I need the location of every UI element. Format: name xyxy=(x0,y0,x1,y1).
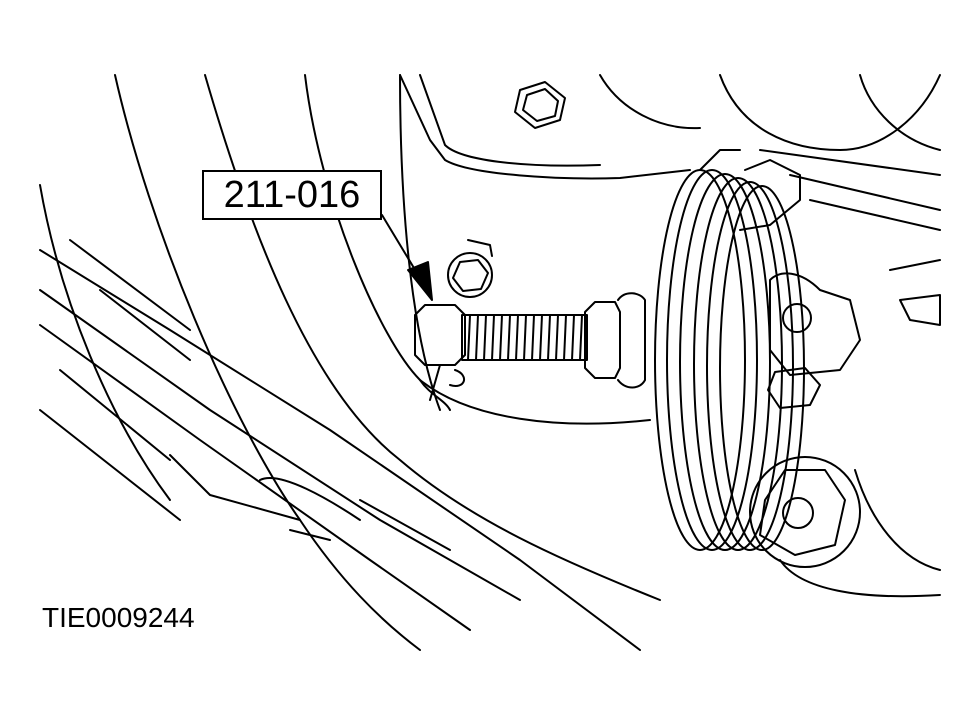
callout-arrow xyxy=(381,214,433,301)
tool-211-016 xyxy=(414,292,646,389)
lower-hex-nut xyxy=(749,456,861,568)
chassis-lines xyxy=(39,74,661,651)
engine-housing xyxy=(399,74,941,598)
figure-id: TIE0009244 xyxy=(42,602,195,633)
bracket xyxy=(419,239,493,411)
top-hex-bolt xyxy=(514,81,566,129)
pulley xyxy=(654,149,805,551)
tool-callout-label: 211-016 xyxy=(202,170,382,220)
mount-bracket xyxy=(739,159,861,409)
